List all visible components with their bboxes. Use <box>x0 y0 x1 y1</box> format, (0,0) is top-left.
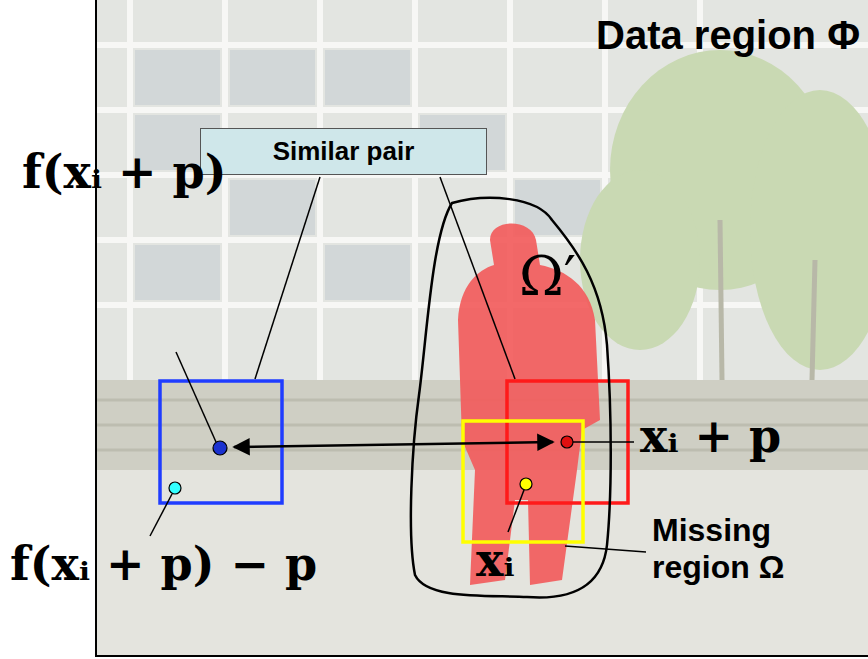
source-offset-dot <box>169 482 181 494</box>
dilated-region-outline: Ω′ <box>407 195 612 600</box>
label-holder: f(xᵢ + p) − p <box>10 538 317 591</box>
leader-line <box>573 441 634 443</box>
data-region-frame: Data region Φ Similar pairΩ′ <box>95 0 868 657</box>
patch-label: f(xᵢ + p) − p <box>10 538 317 591</box>
window-pane <box>325 245 410 300</box>
label-holder: xᵢ <box>476 534 514 587</box>
region-outline <box>411 198 611 598</box>
current-patch <box>463 421 583 542</box>
tree-trunks <box>720 220 815 380</box>
label-holder: Missing region Ω <box>652 512 852 586</box>
grid-line <box>127 0 133 380</box>
tree-crown <box>750 90 868 370</box>
leader-line <box>150 494 172 536</box>
patch-dots <box>169 436 573 494</box>
callout-text: Similar pair <box>273 137 415 166</box>
grid-line <box>317 0 323 380</box>
source-center-dot <box>213 441 227 455</box>
grid-line <box>412 0 418 380</box>
patch-label: xᵢ + p <box>640 410 781 463</box>
correspondence-arrow <box>234 442 553 447</box>
tree-trunk <box>812 260 815 380</box>
tree-trunk <box>720 220 722 380</box>
leader-line <box>508 490 524 532</box>
leader-line <box>176 352 216 442</box>
current-center-dot <box>520 478 532 490</box>
leader-line <box>440 177 515 379</box>
region-outline-svg <box>407 195 612 600</box>
leader-lines <box>150 177 646 552</box>
tree-crown <box>580 170 700 350</box>
label-holder: xᵢ + p <box>640 410 781 463</box>
window-pane <box>230 50 315 105</box>
window-pane <box>135 50 220 105</box>
patch-label: f(xᵢ + p) <box>22 146 226 199</box>
missing-person-region <box>458 224 600 586</box>
leader-line <box>255 177 320 379</box>
region-symbol: Ω′ <box>519 247 576 306</box>
window-pane <box>230 180 315 235</box>
label-holder: f(xᵢ + p) <box>22 146 226 199</box>
window-pane <box>135 245 220 300</box>
photo-background <box>95 0 868 656</box>
window-pane <box>325 50 410 105</box>
callout-box: Similar pair <box>200 128 487 175</box>
source-patch <box>160 381 282 503</box>
grid-line <box>222 0 228 380</box>
target-center-dot <box>561 436 573 448</box>
patch-label: xᵢ <box>476 534 514 587</box>
trees <box>580 50 868 370</box>
patch-squares <box>160 381 628 542</box>
region-title: Data region Φ <box>97 12 868 58</box>
region-label: Missing region Ω <box>652 512 852 586</box>
